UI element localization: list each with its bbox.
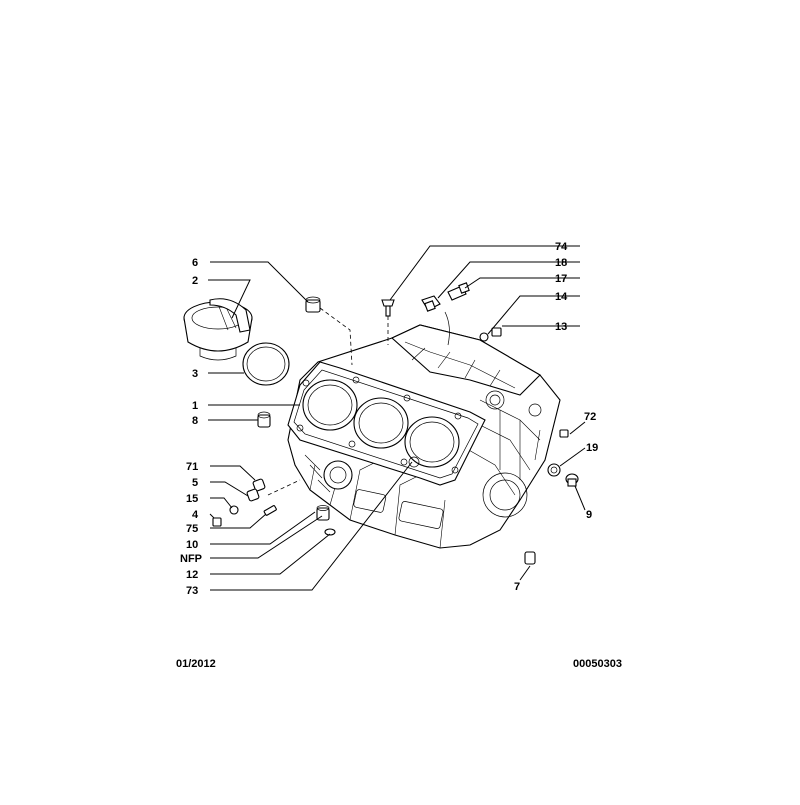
plug-9 (565, 473, 579, 487)
washer-19 (547, 463, 561, 477)
plug-13 (491, 327, 502, 337)
label-71: 71 (186, 461, 198, 473)
label-17: 17 (555, 273, 567, 285)
ring-12 (324, 528, 336, 536)
label-15: 15 (186, 493, 198, 505)
cylinder-bank-gasket (287, 361, 486, 486)
dowel-sleeve-8 (257, 411, 271, 428)
label-3: 3 (192, 368, 198, 380)
label-18: 18 (555, 257, 567, 269)
label-14: 14 (555, 291, 568, 303)
cylinder-liner (183, 298, 253, 361)
label-10: 10 (186, 539, 198, 551)
plug-72 (559, 429, 569, 438)
label-19: 19 (586, 442, 598, 454)
label-8: 8 (192, 415, 198, 427)
label-6: 6 (192, 257, 198, 269)
label-12: 12 (186, 569, 198, 581)
label-2: 2 (192, 275, 198, 287)
label-9: 9 (586, 509, 592, 521)
footer-date: 01/2012 (176, 658, 216, 670)
label-74: 74 (555, 241, 568, 253)
dowel-7 (524, 551, 536, 565)
dashed-guide-5 (267, 479, 301, 496)
label-13: 13 (555, 321, 567, 333)
label-7: 7 (514, 581, 520, 593)
label-nfp: NFP (180, 553, 202, 565)
label-4: 4 (192, 509, 199, 521)
dashed-guide-6 (319, 307, 353, 366)
label-75: 75 (186, 523, 198, 535)
label-72: 72 (584, 411, 596, 423)
callout-labels: 6 2 3 1 8 71 5 15 4 75 10 NFP 12 73 74 1… (180, 241, 598, 597)
plug-71-5 (246, 478, 266, 502)
label-5: 5 (192, 477, 198, 489)
dowel-sleeve-6 (305, 296, 321, 313)
screw-4 (212, 517, 222, 527)
plug-74 (381, 299, 395, 317)
leader-lines (208, 245, 586, 591)
footer-reference: 00050303 (573, 658, 622, 670)
stud-75 (263, 505, 277, 516)
plug-14 (479, 332, 489, 342)
label-1: 1 (192, 400, 198, 412)
liner-seal-ring (242, 342, 290, 386)
fitting-18 (421, 295, 441, 312)
curve-guide-17-18 (444, 311, 450, 346)
label-73: 73 (186, 585, 198, 597)
sender-17 (447, 282, 470, 301)
